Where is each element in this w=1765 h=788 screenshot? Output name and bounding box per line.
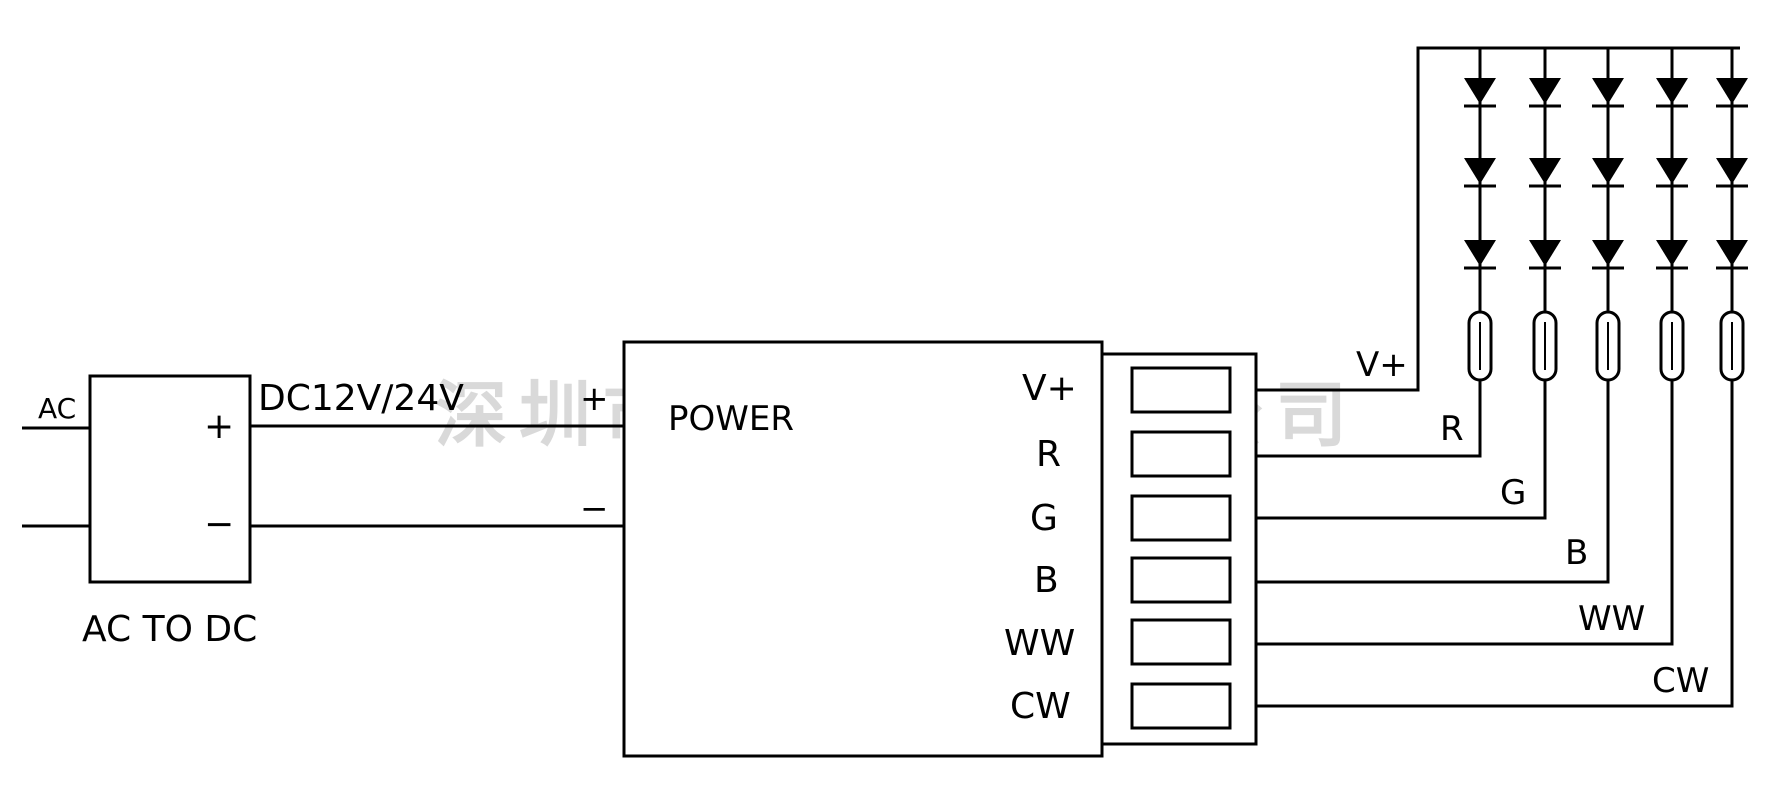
diode-g-2 [1529, 158, 1561, 184]
wire-cw [1256, 380, 1734, 708]
controller-plus: + [580, 379, 609, 419]
terminal-label-v: V+ [1022, 368, 1077, 409]
converter-minus: − [204, 504, 234, 545]
terminal-block [1100, 352, 1258, 746]
diode-b-1 [1592, 78, 1624, 104]
diode-g-1 [1529, 78, 1561, 104]
ac-dc-converter [88, 374, 252, 584]
wire-g [1256, 380, 1547, 520]
terminal-label-ww: WW [1004, 623, 1075, 664]
diode-b-3 [1592, 240, 1624, 266]
diode-ww-1 [1656, 78, 1688, 104]
diode-b-2 [1592, 158, 1624, 184]
output-label-r: R [1440, 409, 1464, 449]
controller-box [622, 340, 1104, 758]
led-array [1464, 48, 1748, 382]
diode-cw-2 [1716, 158, 1748, 184]
terminal-slot-ww [1130, 618, 1232, 666]
output-label-ww: WW [1578, 599, 1645, 639]
diode-r-2 [1464, 158, 1496, 184]
converter-plus: + [204, 406, 234, 447]
terminal-slot-b [1130, 556, 1232, 604]
diode-cw-3 [1716, 240, 1748, 266]
terminal-label-cw: CW [1010, 686, 1071, 727]
terminal-slot-v [1130, 366, 1232, 414]
output-label-g: G [1500, 473, 1526, 513]
wire-b [1256, 380, 1610, 584]
dc-voltage-label: DC12V/24V [258, 378, 464, 419]
diode-r-3 [1464, 240, 1496, 266]
diode-g-3 [1529, 240, 1561, 266]
controller-title: POWER [668, 399, 794, 439]
ac-label: AC [38, 392, 76, 425]
diode-r-1 [1464, 78, 1496, 104]
converter-title: AC TO DC [82, 609, 257, 650]
output-label-b: B [1565, 533, 1588, 573]
terminal-label-b: B [1034, 560, 1059, 601]
terminal-label-g: G [1030, 498, 1058, 539]
diode-cw-1 [1716, 78, 1748, 104]
controller-minus: − [580, 489, 609, 529]
wire-v-plus [1256, 46, 1740, 392]
output-label-v: V+ [1356, 345, 1408, 385]
output-label-cw: CW [1652, 661, 1709, 701]
diode-ww-3 [1656, 240, 1688, 266]
diode-ww-2 [1656, 158, 1688, 184]
terminal-slot-g [1130, 494, 1232, 542]
wire-r [1256, 380, 1482, 458]
terminal-label-r: R [1036, 434, 1061, 475]
terminal-slot-r [1130, 430, 1232, 478]
wire-ww [1256, 380, 1674, 646]
terminal-slot-cw [1130, 682, 1232, 730]
